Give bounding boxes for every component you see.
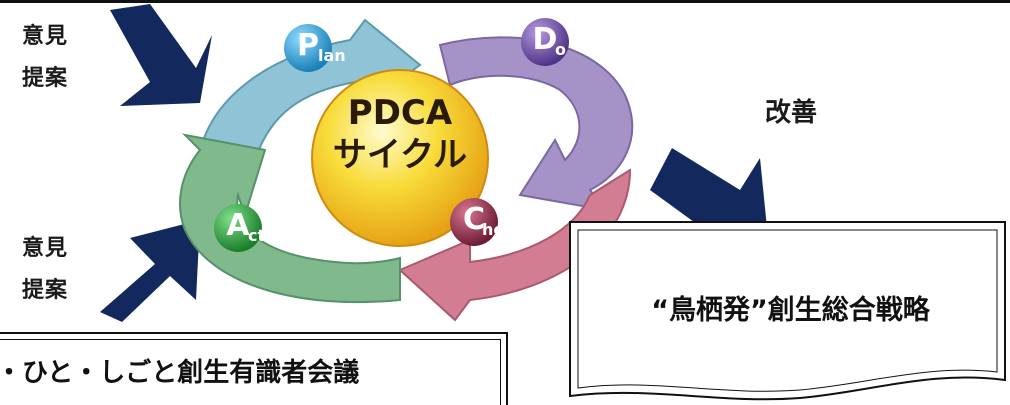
council-name-box-inner	[0, 339, 501, 405]
label-line: 意見	[22, 24, 69, 49]
plan-letter: P	[297, 28, 319, 63]
center-title-line2: サイクル	[332, 135, 468, 175]
check-letter: C	[462, 202, 486, 237]
plan-suffix: lan	[318, 46, 346, 65]
do-letter: D	[532, 22, 558, 57]
input-arrow-top	[110, 4, 212, 106]
act-ball	[214, 204, 262, 252]
strategy-document-outline	[569, 221, 1006, 401]
top-border-line	[0, 0, 1010, 3]
plan-ball	[284, 24, 332, 72]
label-line: 意見	[22, 236, 69, 261]
label-line: 提案	[22, 278, 69, 303]
strategy-document-title: “鳥栖発”創生総合戦略	[651, 295, 930, 326]
center-title-line1: PDCA	[347, 93, 453, 133]
do-suffix: o	[555, 40, 566, 59]
act-arc	[179, 133, 401, 304]
check-ball	[450, 198, 498, 246]
act-letter: A	[226, 208, 250, 243]
council-name-box: ・ひと・しごと創生有識者会議	[0, 332, 508, 405]
council-name: ・ひと・しごと創生有識者会議	[0, 358, 360, 388]
do-ball	[521, 18, 569, 66]
input-arrow-bottom	[100, 220, 200, 322]
center-title: PDCA サイクル	[325, 92, 475, 176]
act-suffix: ct	[248, 226, 266, 245]
left-top-label: 意見 提案	[22, 22, 68, 94]
check-suffix: heck	[482, 220, 525, 239]
strategy-document-inner	[577, 229, 998, 392]
plan-arc	[198, 18, 422, 162]
do-arc	[438, 36, 634, 212]
improvement-label: 改善	[765, 98, 818, 128]
center-circle	[311, 69, 489, 247]
left-bottom-label: 意見 提案	[22, 234, 68, 306]
label-line: 提案	[22, 66, 69, 91]
